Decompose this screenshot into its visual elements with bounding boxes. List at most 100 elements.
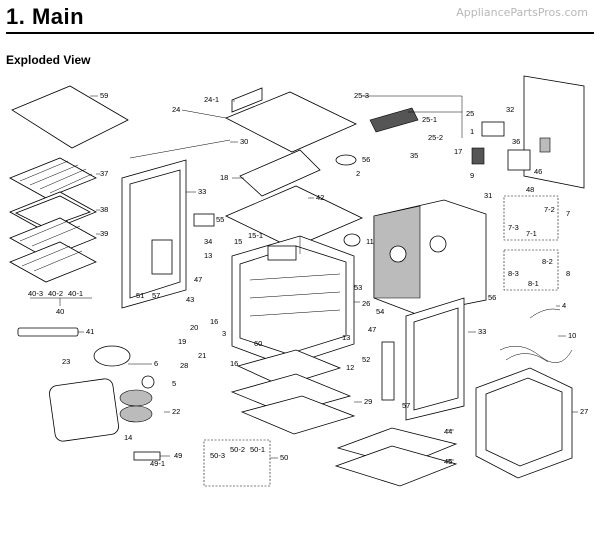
callout: 40: [56, 307, 64, 316]
part-panel-57: [151, 239, 173, 275]
callout: 39: [100, 229, 108, 238]
leader-lines: [30, 95, 578, 461]
callout: 24-1: [204, 95, 219, 104]
part-pan-22: [119, 389, 153, 407]
callout: 50: [280, 453, 288, 462]
callout: 15: [234, 237, 242, 246]
callout: 40-1: [68, 289, 83, 298]
part-group-8: [503, 249, 559, 291]
callout: 30: [240, 137, 248, 146]
callout: 17: [454, 147, 462, 156]
callout: 36: [512, 137, 520, 146]
callout: 25-1: [422, 115, 437, 124]
part-bracket-18: [239, 149, 321, 197]
callout: 53: [354, 283, 362, 292]
callout: 40-3: [28, 289, 43, 298]
callout: 51: [136, 291, 144, 300]
callout: 15-1: [248, 231, 263, 240]
callout: 50-1: [250, 445, 265, 454]
part-top-panel: [225, 91, 357, 153]
callout: 47: [368, 325, 376, 334]
callout: 43: [186, 295, 194, 304]
callout: 57: [402, 401, 410, 410]
callout: 8-3: [508, 269, 519, 278]
callout: 57: [152, 291, 160, 300]
callout: 25-2: [428, 133, 443, 142]
part-back-panel: [523, 75, 585, 189]
watermark: AppliancePartsPros.com: [456, 6, 588, 19]
callout: 55: [216, 215, 224, 224]
part-bottom-29: [240, 395, 356, 435]
callout: 56: [362, 155, 370, 164]
callout: 44: [444, 427, 452, 436]
callout: 32: [506, 105, 514, 114]
callout: 38: [100, 205, 108, 214]
callout: 11: [366, 237, 374, 246]
callout: 33: [478, 327, 486, 336]
callout: 19: [178, 337, 186, 346]
part-rail: [17, 327, 79, 337]
callout: 3: [222, 329, 226, 338]
callout: 35: [410, 151, 418, 160]
callout: 14: [124, 433, 132, 442]
callout: 25-3: [354, 91, 369, 100]
callout: 31: [484, 191, 492, 200]
callout: 47: [194, 275, 202, 284]
part-racks: [9, 157, 97, 283]
part-element-23: [93, 345, 131, 367]
callout: 48: [526, 185, 534, 194]
part-glass-14: [49, 378, 119, 442]
callout: 33: [198, 187, 206, 196]
callout-labels: 59 24 24-1 30 37 38 39 40-3 40-2 40-1 40…: [28, 91, 588, 468]
part-inner-rack: [236, 349, 342, 387]
callout: 27: [580, 407, 588, 416]
callout: 7-1: [526, 229, 537, 238]
callout: 34: [204, 237, 212, 246]
callout: 7-2: [544, 205, 555, 214]
callout: 50-2: [230, 445, 245, 454]
part-52: [381, 341, 395, 401]
callout: 8-1: [528, 279, 539, 288]
callout: 26: [362, 299, 370, 308]
part-17: [471, 147, 485, 165]
callout: 52: [362, 355, 370, 364]
part-group-50: [203, 439, 271, 487]
callout: 13: [342, 333, 350, 342]
callout: 13: [204, 251, 212, 260]
section-subtitle: Exploded View: [6, 53, 91, 67]
callout: 8: [566, 269, 570, 278]
callout: 16: [210, 317, 218, 326]
callout: 8-2: [542, 257, 553, 266]
callout: 56: [488, 293, 496, 302]
callout: 29: [364, 397, 372, 406]
callout: 7: [566, 209, 570, 218]
callout: 6: [154, 359, 158, 368]
callout: 54: [376, 307, 384, 316]
callout: 41: [86, 327, 94, 336]
callout: 20: [190, 323, 198, 332]
callout: 45: [444, 457, 452, 466]
callout: 2: [356, 169, 360, 178]
callout: 5: [172, 379, 176, 388]
callout: 28: [180, 361, 188, 370]
callout: 46: [534, 167, 542, 176]
callout: 40-2: [48, 289, 63, 298]
callout: 50-3: [210, 451, 225, 460]
title-rule: [6, 32, 594, 34]
callout: 18: [220, 173, 228, 182]
callout: 60: [254, 339, 262, 348]
part-1: [481, 121, 505, 137]
callout: 10: [568, 331, 576, 340]
callout: 7-3: [508, 223, 519, 232]
part-oven-cavity: [231, 235, 355, 367]
part-cooktop-panel: [225, 185, 363, 249]
callout: 23: [62, 357, 70, 366]
callout: 12: [346, 363, 354, 372]
callout: 49: [174, 451, 182, 460]
callout: 49-1: [150, 459, 165, 468]
part-46: [507, 149, 531, 171]
callout: 59: [100, 91, 108, 100]
callout: 37: [100, 169, 108, 178]
callout: 4: [562, 301, 566, 310]
